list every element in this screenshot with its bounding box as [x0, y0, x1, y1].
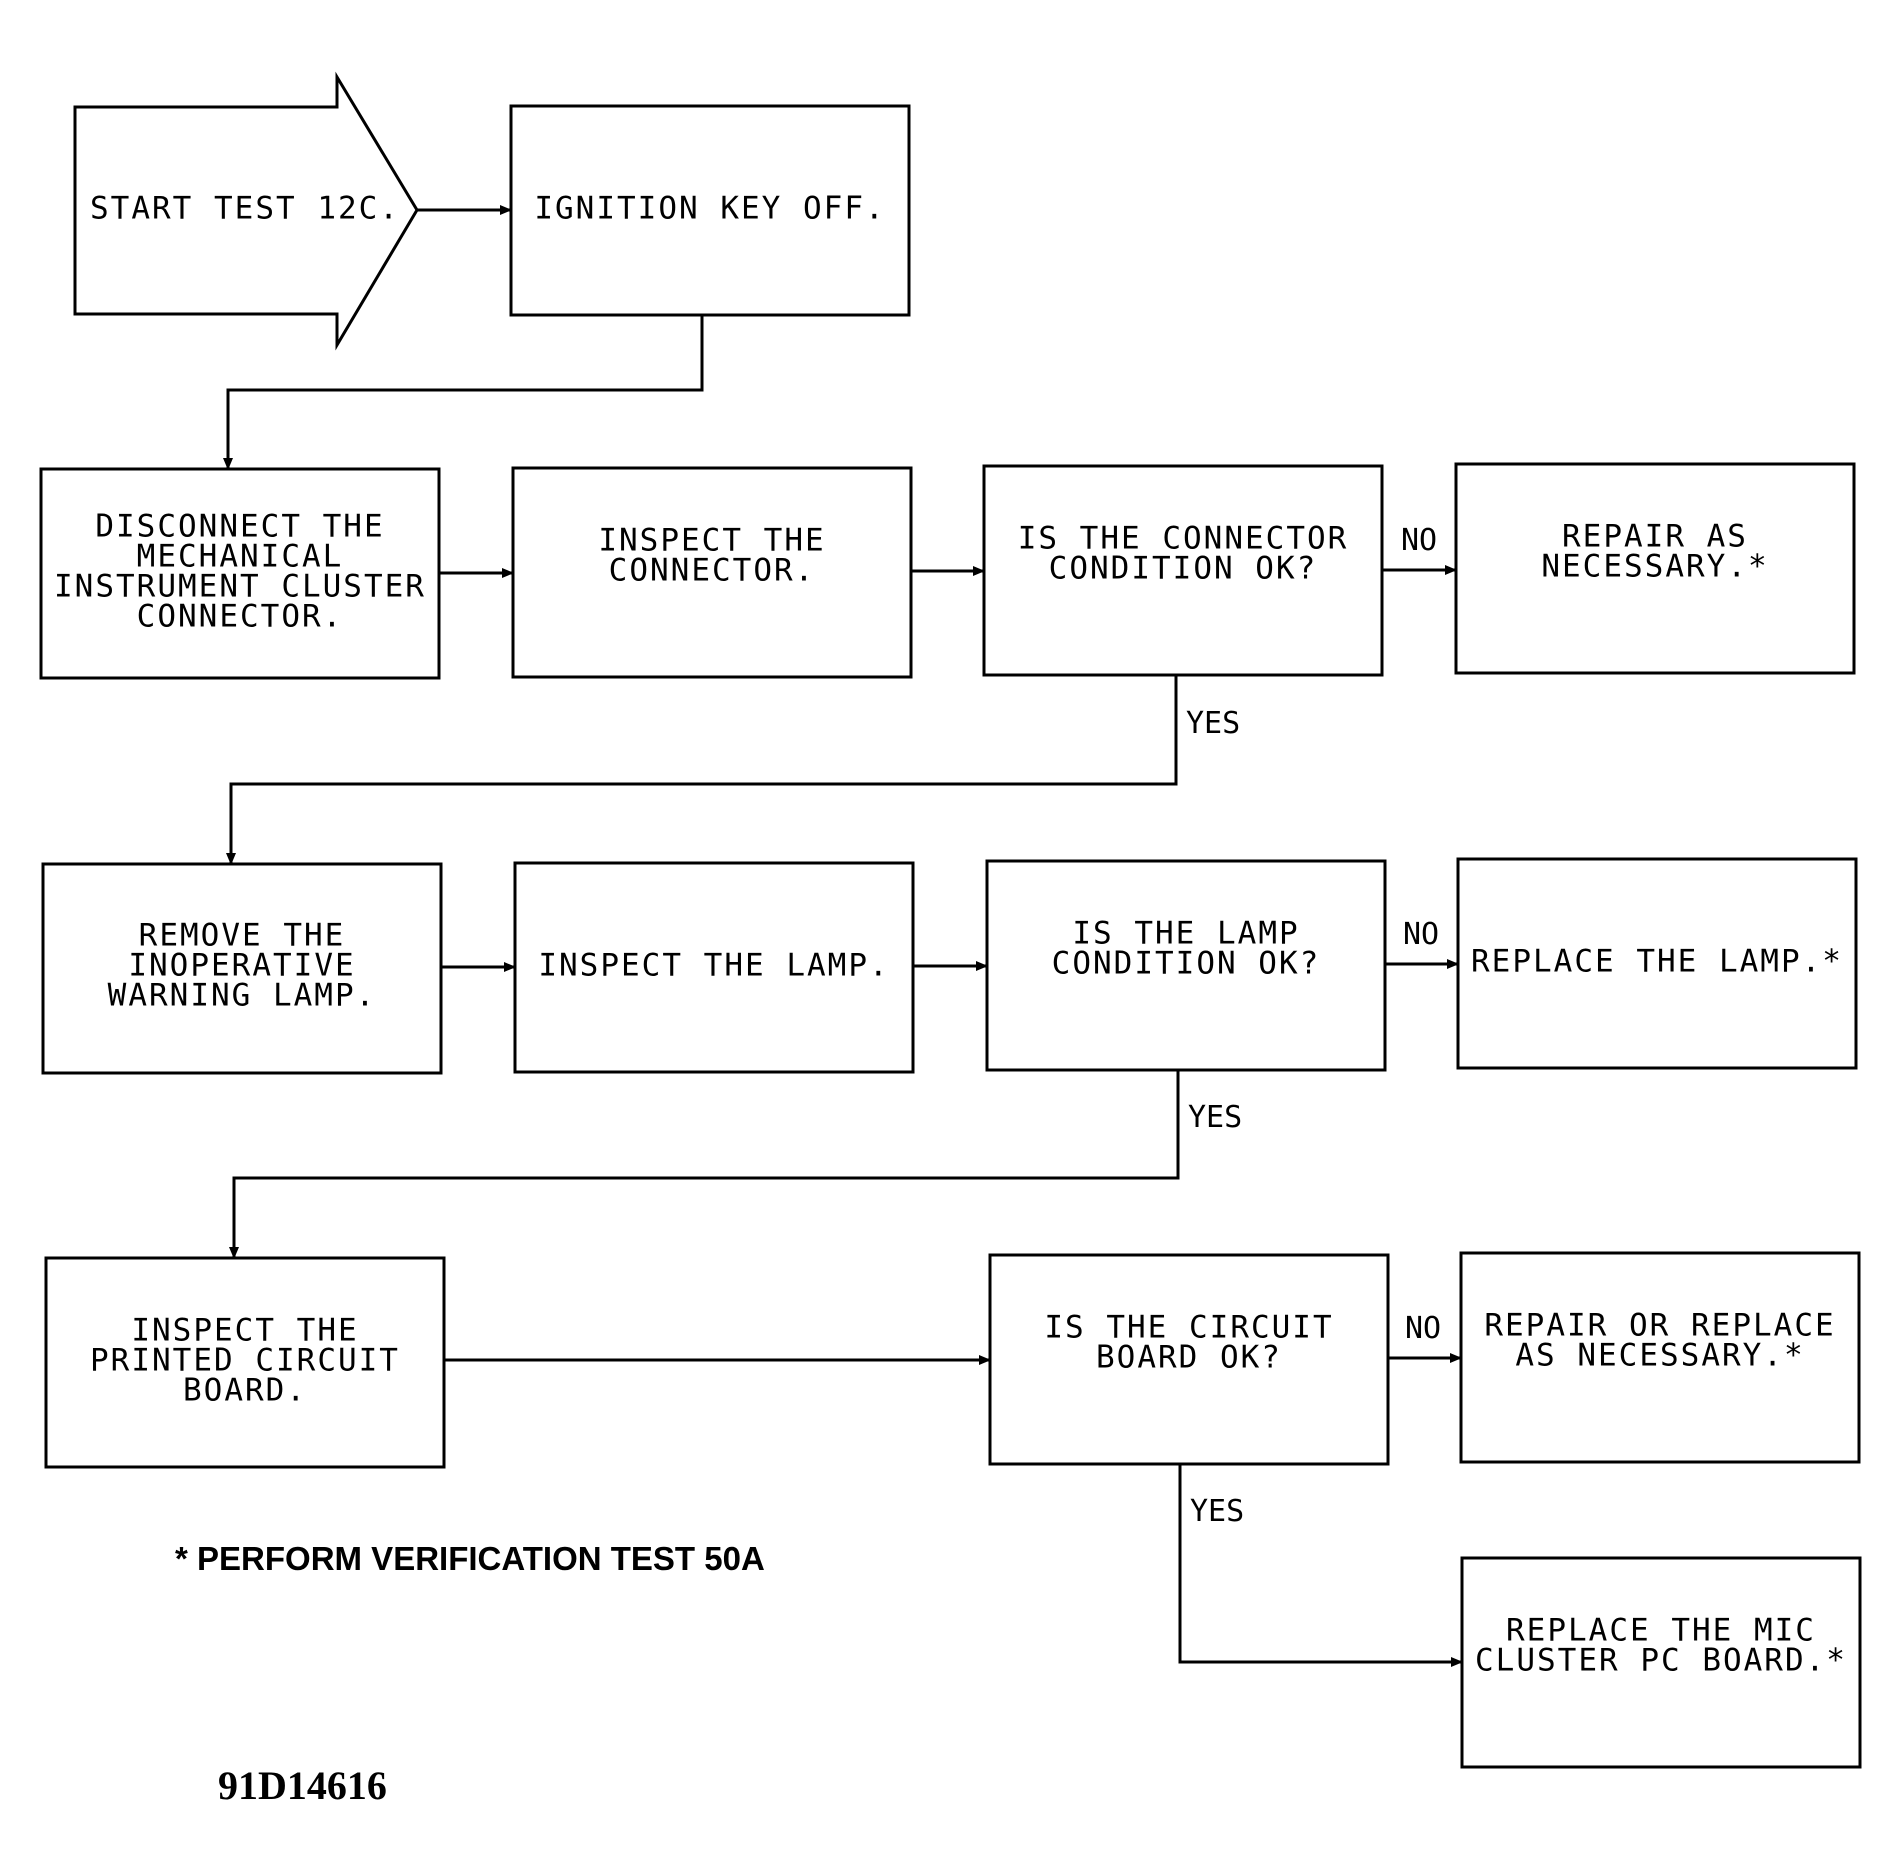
node-text-line: INSTRUMENT CLUSTER: [54, 569, 426, 605]
node-text-line: INSPECT THE: [598, 523, 825, 559]
edge-label-yes-lamp: YES: [1188, 1100, 1242, 1135]
node-text-line: REPAIR AS: [1562, 519, 1748, 555]
node-text-line: IS THE CONNECTOR: [1018, 521, 1349, 557]
edge-label-no-lamp: NO: [1403, 917, 1439, 952]
node-replace-lamp-text: REPLACE THE LAMP.*: [1471, 944, 1843, 980]
node-text-line: BOARD.: [183, 1373, 307, 1409]
node-text-line: MECHANICAL: [137, 539, 344, 575]
node-repair: [1454, 462, 1856, 675]
node-start-text: START TEST 12C.: [90, 191, 400, 227]
node-ignition-off-text: IGNITION KEY OFF.: [534, 191, 885, 227]
edge-ignition-to-disconnect: [223, 315, 704, 470]
node-text-line: INOPERATIVE: [128, 948, 355, 984]
node-lamp-ok: [985, 859, 1387, 1072]
node-text-line: REPAIR OR REPLACE: [1484, 1308, 1835, 1344]
edge-label-no-connector: NO: [1401, 523, 1437, 558]
edge-lamp-ok-yes: [229, 1070, 1180, 1259]
node-ignition-off: [509, 104, 911, 317]
node-inspect-connector: [511, 466, 913, 679]
node-text-line: CONNECTOR.: [137, 599, 344, 635]
node-text-line: REMOVE THE: [139, 918, 346, 954]
node-replace-lamp: [1456, 857, 1858, 1070]
node-disconnect: [39, 467, 441, 680]
node-text-line: DISCONNECT THE: [95, 509, 384, 545]
edge-label-yes-board: YES: [1190, 1494, 1244, 1529]
node-connector-ok: [982, 464, 1384, 677]
footnote: * PERFORM VERIFICATION TEST 50A: [175, 1540, 765, 1577]
node-text-line: INSPECT THE LAMP.: [538, 948, 889, 984]
node-text-line: CONDITION OK?: [1049, 551, 1318, 587]
node-text-line: CONDITION OK?: [1052, 946, 1321, 982]
node-replace-board: [1460, 1556, 1862, 1769]
node-text-line: AS NECESSARY.*: [1515, 1338, 1804, 1374]
node-text-line: REPLACE THE MIC: [1506, 1613, 1816, 1649]
node-inspect-lamp: [513, 861, 915, 1074]
node-text-line: CONNECTOR.: [609, 553, 816, 589]
node-text-line: IGNITION KEY OFF.: [534, 191, 885, 227]
edge-connector-ok-yes: [226, 675, 1178, 865]
node-text-line: INSPECT THE: [131, 1313, 358, 1349]
node-remove-lamp: [41, 862, 443, 1075]
node-text-line: IS THE CIRCUIT: [1044, 1310, 1333, 1346]
node-inspect-board: [44, 1256, 446, 1469]
node-text-line: CLUSTER PC BOARD.*: [1475, 1643, 1847, 1679]
node-text-line: BOARD OK?: [1096, 1340, 1282, 1376]
edge-label-no-board: NO: [1405, 1311, 1441, 1346]
edge-label-yes-connector: YES: [1186, 706, 1240, 741]
node-inspect-lamp-text: INSPECT THE LAMP.: [538, 948, 889, 984]
figure-id: 91D14616: [218, 1763, 387, 1808]
node-text-line: REPLACE THE LAMP.*: [1471, 944, 1843, 980]
node-board-ok: [988, 1253, 1390, 1466]
start-arrow-shape: [73, 71, 419, 351]
edge-board-ok-yes: [1178, 1464, 1463, 1667]
node-text-line: WARNING LAMP.: [108, 978, 377, 1014]
node-text-line: IS THE LAMP: [1072, 916, 1299, 952]
node-text-line: START TEST 12C.: [90, 191, 400, 227]
node-repair-replace: [1459, 1251, 1861, 1464]
node-text-line: PRINTED CIRCUIT: [90, 1343, 400, 1379]
node-text-line: NECESSARY.*: [1541, 549, 1768, 585]
